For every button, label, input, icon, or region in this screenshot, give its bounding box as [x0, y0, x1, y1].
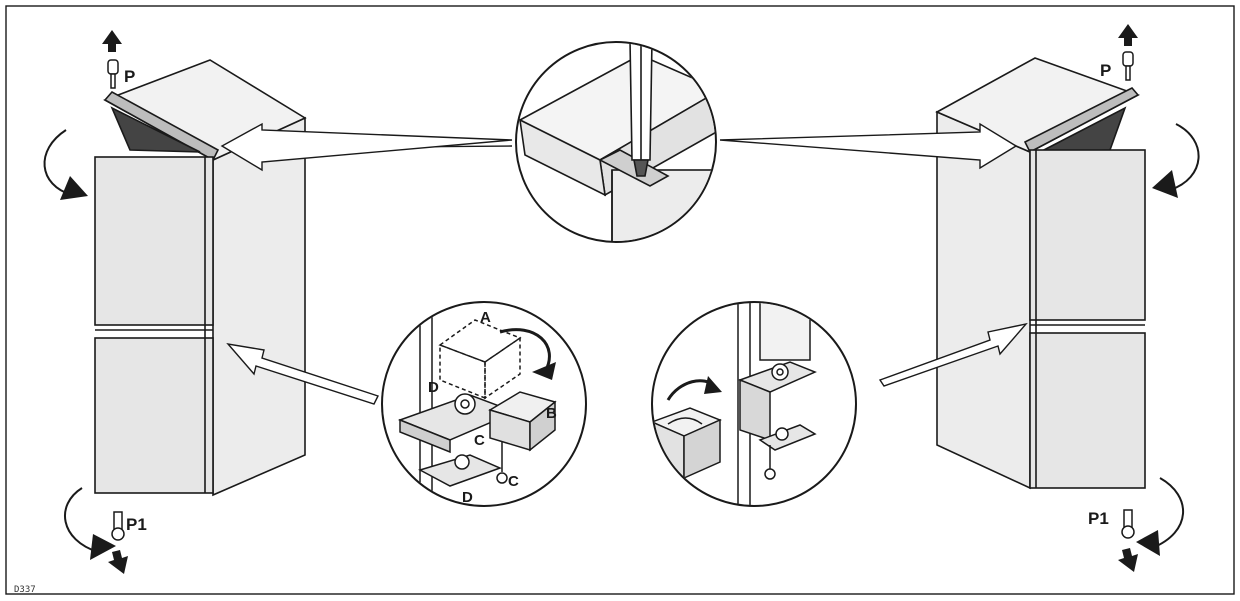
right-top-pin: P [1100, 24, 1138, 81]
left-top-gap [110, 106, 201, 153]
callout-arrow-icon [878, 322, 1028, 387]
pin-icon [107, 59, 119, 75]
figure-code: D337 [14, 585, 36, 595]
label-d1: D [428, 379, 439, 396]
rotate-arrow-icon [43, 129, 73, 196]
label-d2: D [462, 489, 473, 506]
up-arrow-icon [102, 30, 122, 52]
left-lower-door [94, 337, 214, 494]
label-p1-left: P1 [126, 515, 147, 534]
rotate-arrow-icon [1151, 477, 1185, 549]
detail-circle-hinge-left: A B C C D D [381, 301, 587, 507]
down-arrow-icon [1118, 548, 1138, 572]
right-fridge-side [936, 110, 1031, 490]
right-hinge-cover [1023, 87, 1140, 154]
right-fridge [935, 57, 1146, 490]
label-b: B [546, 405, 557, 422]
pin-icon [1122, 51, 1134, 67]
label-c1: C [474, 432, 485, 449]
label-c2: C [508, 473, 519, 490]
left-fridge-side [212, 116, 306, 497]
label-p1-right: P1 [1088, 509, 1109, 528]
callout-arrow-icon [220, 122, 513, 172]
left-bottom-pin: P1 [108, 511, 147, 574]
label-p-right: P [1100, 61, 1111, 80]
right-upper-door [1029, 149, 1146, 321]
down-arrow-icon [108, 550, 128, 574]
left-top-pin: P [102, 30, 135, 89]
rotate-arrow-icon [64, 487, 99, 553]
detail-circle-top [515, 41, 717, 243]
callout-arrow-icon [226, 342, 379, 405]
left-upper-door [94, 156, 214, 326]
callout-arrow-icon [719, 122, 1018, 170]
rotate-arrow-icon [1169, 123, 1200, 191]
rotate-arrow-icon [499, 328, 551, 373]
up-arrow-icon [1118, 24, 1138, 46]
right-lower-door [1029, 332, 1146, 489]
left-fridge [94, 59, 307, 497]
label-a: A [480, 309, 491, 326]
label-p-left: P [124, 67, 135, 86]
right-bottom-pin: P1 [1088, 509, 1138, 572]
